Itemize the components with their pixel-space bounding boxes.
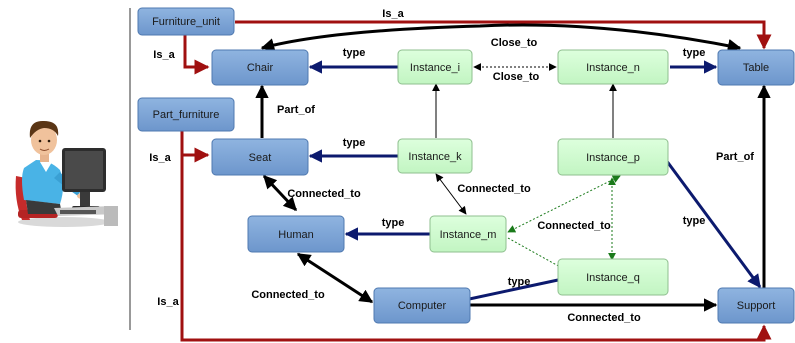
node-part-furniture[interactable]: Part_furniture: [137, 97, 235, 132]
edge-is-a-furniture-chair: [183, 33, 210, 75]
node-computer[interactable]: Computer: [373, 287, 471, 324]
node-instance-i[interactable]: Instance_i: [397, 49, 473, 85]
edge-type-p-support: [664, 159, 762, 289]
node-seat[interactable]: Seat: [211, 138, 309, 176]
node-instance-k-label: Instance_k: [408, 151, 462, 163]
node-table-label: Table: [743, 62, 769, 74]
node-support-label: Support: [737, 300, 776, 312]
label-part-of-support: Part_of: [716, 151, 754, 163]
node-computer-label: Computer: [398, 300, 447, 312]
label-type-seat: type: [343, 137, 366, 149]
node-human[interactable]: Human: [247, 215, 345, 253]
label-type-chair: type: [343, 47, 366, 59]
node-chair-label: Chair: [247, 62, 274, 74]
label-type-human: type: [382, 217, 405, 229]
label-is-a-chair: Is_a: [153, 49, 175, 61]
label-connected-human-computer: Connected_to: [251, 289, 325, 301]
node-instance-m-label: Instance_m: [440, 229, 497, 241]
label-part-of-seat: Part_of: [277, 104, 315, 116]
label-connected-seat-human: Connected_to: [287, 188, 361, 200]
node-table[interactable]: Table: [717, 49, 795, 86]
label-connected-k-m: Connected_to: [457, 183, 531, 195]
node-seat-label: Seat: [249, 152, 272, 164]
user-at-computer-icon: [15, 120, 118, 227]
edge-is-a-partfurniture-seat: [180, 131, 210, 163]
node-instance-k[interactable]: Instance_k: [397, 138, 473, 174]
node-part-furniture-label: Part_furniture: [153, 109, 220, 121]
edge-is-a-furniture-table: [235, 20, 772, 50]
node-furniture-unit-label: Furniture_unit: [152, 16, 220, 28]
node-chair[interactable]: Chair: [211, 49, 309, 86]
label-is-a-seat: Is_a: [149, 152, 171, 164]
label-is-a-top: Is_a: [382, 8, 404, 20]
label-is-a-bottom: Is_a: [157, 296, 179, 308]
node-instance-q[interactable]: Instance_q: [557, 258, 669, 296]
node-furniture-unit[interactable]: Furniture_unit: [137, 7, 235, 36]
label-type-computer: type: [508, 276, 531, 288]
edge-connected-m-p: [507, 175, 621, 233]
label-close-to-instances: Close_to: [493, 71, 540, 83]
edge-is-a-partfurniture-support: [180, 155, 772, 342]
node-instance-n-label: Instance_n: [586, 62, 640, 74]
label-type-table: type: [683, 47, 706, 59]
edge-connected-k-m: [435, 173, 467, 215]
node-human-label: Human: [278, 229, 313, 241]
label-connected-computer-support: Connected_to: [567, 312, 641, 324]
label-close-to-top: Close_to: [491, 37, 538, 49]
node-instance-i-label: Instance_i: [410, 62, 460, 74]
node-instance-p[interactable]: Instance_p: [557, 138, 669, 176]
node-support[interactable]: Support: [717, 287, 795, 324]
node-instance-q-label: Instance_q: [586, 272, 640, 284]
node-instance-n[interactable]: Instance_n: [557, 49, 669, 85]
edge-connected-seat-human: [262, 174, 298, 212]
label-connected-m-pq: Connected_to: [537, 220, 611, 232]
edge-connected-human-computer: [296, 252, 374, 304]
node-instance-p-label: Instance_p: [586, 152, 640, 164]
node-instance-m[interactable]: Instance_m: [429, 215, 507, 253]
edge-close-to-table-chair: [260, 23, 742, 53]
label-type-support: type: [683, 215, 706, 227]
edge-connected-m-q: [507, 237, 563, 269]
